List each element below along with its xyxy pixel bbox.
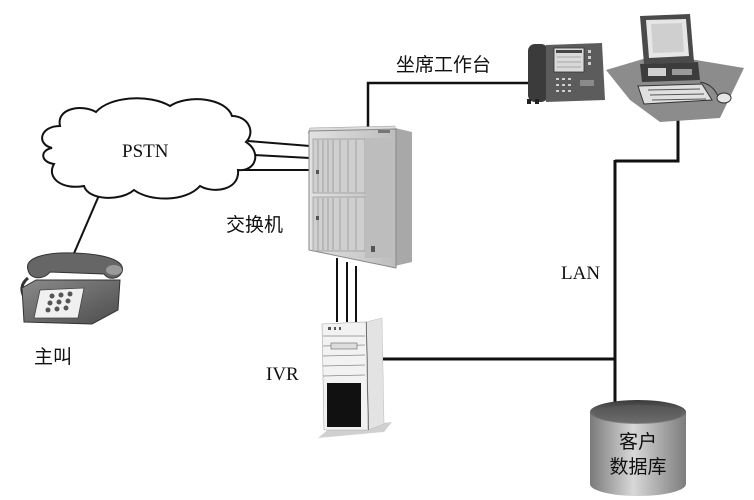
- ivr-label: IVR: [266, 364, 299, 385]
- edge-switch-agent: [366, 81, 528, 128]
- workstation-computer: [606, 14, 744, 122]
- desk-phone-icon: [20, 252, 123, 325]
- ip-phone-icon: [527, 43, 605, 104]
- caller-label: 主叫: [34, 346, 73, 368]
- edge-pstn-switch-1: [247, 140, 311, 147]
- switch-cabinet: [307, 125, 412, 269]
- database-cylinder-icon: [590, 400, 686, 496]
- edge-workstation-lan: [615, 115, 680, 163]
- database-label-line1: 客户: [618, 431, 657, 453]
- pstn-label: PSTN: [122, 141, 169, 162]
- agent-workstation-label: 坐席工作台: [396, 54, 492, 76]
- tower-server-icon: [318, 317, 392, 438]
- connection-lines: [71, 81, 680, 402]
- database-label: 客户 数据库: [590, 430, 686, 480]
- caller-phone: [20, 252, 123, 325]
- switch-label: 交换机: [226, 214, 284, 236]
- pstn-cloud: [41, 97, 257, 200]
- database-label-line2: 数据库: [609, 456, 667, 478]
- cloud-icon: [41, 97, 257, 200]
- agent-ip-phone: [527, 43, 605, 104]
- edge-caller-pstn: [71, 192, 101, 259]
- lan-label: LAN: [561, 263, 601, 284]
- computer-icon: [606, 14, 744, 122]
- customer-database: [590, 400, 686, 496]
- ivr-server: [318, 317, 392, 438]
- edge-pstn-switch-2: [252, 154, 311, 159]
